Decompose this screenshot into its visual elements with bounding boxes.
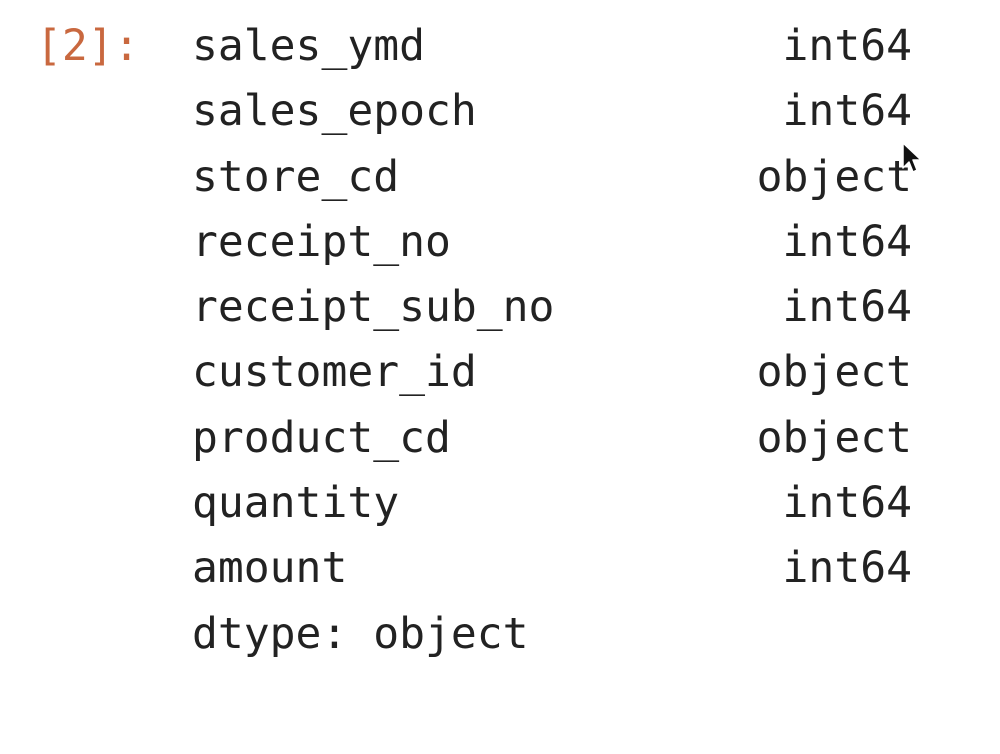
column-name: receipt_no: [192, 216, 451, 267]
column-dtype: int64: [782, 478, 912, 529]
column-name: quantity: [192, 478, 400, 529]
column-name: sales_epoch: [192, 86, 477, 137]
dtype-footer: dtype: object: [192, 608, 529, 659]
column-name: customer_id: [192, 347, 477, 398]
dtype-row: receipt_no int64: [192, 216, 912, 281]
dtype-row: sales_ymd int64: [192, 20, 912, 85]
dtype-row: receipt_sub_no int64: [192, 281, 912, 346]
column-dtype: int64: [782, 282, 912, 333]
column-dtype: object: [756, 347, 912, 398]
output-cell: [2]: sales_ymd int64 sales_epoch int64 s…: [36, 20, 922, 673]
dtype-row: product_cd object: [192, 412, 912, 477]
dtype-row: amount int64: [192, 542, 912, 607]
dtypes-output: sales_ymd int64 sales_epoch int64 store_…: [192, 20, 912, 673]
column-name: receipt_sub_no: [192, 282, 555, 333]
column-name: sales_ymd: [192, 21, 425, 71]
execution-count-prompt: [2]:: [36, 21, 140, 71]
column-dtype: int64: [782, 543, 912, 594]
dtype-row: store_cd object: [192, 151, 912, 216]
column-dtype: int64: [782, 216, 912, 267]
dtype-row: sales_epoch int64: [192, 85, 912, 150]
column-dtype: object: [756, 151, 912, 202]
column-dtype: object: [756, 412, 912, 463]
dtype-row: customer_id object: [192, 346, 912, 411]
column-dtype: int64: [782, 21, 912, 71]
column-dtype: int64: [782, 86, 912, 137]
column-name: store_cd: [192, 151, 400, 202]
column-name: amount: [192, 543, 348, 594]
dtype-row: quantity int64: [192, 477, 912, 542]
mouse-pointer-icon: [902, 142, 922, 173]
column-name: product_cd: [192, 412, 451, 463]
